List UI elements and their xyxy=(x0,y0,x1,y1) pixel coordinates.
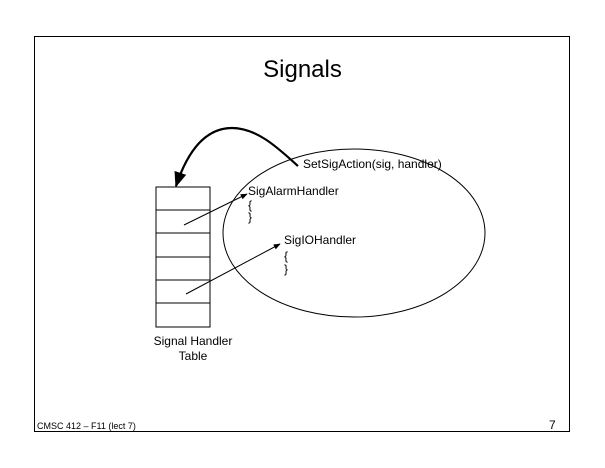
page-number: 7 xyxy=(549,418,556,432)
table-caption-line2: Table xyxy=(178,349,208,363)
table-caption-line1: Signal Handler xyxy=(153,334,233,348)
sigiohandler-open-brace: { xyxy=(284,249,289,263)
table-caption: Signal Handler Table xyxy=(138,334,248,364)
sigiohandler-label: SigIOHandler xyxy=(284,233,357,247)
alarm-handler-pointer xyxy=(183,193,248,226)
sigalarmhandler-label: SigAlarmHandler xyxy=(248,184,339,198)
signal-handler-table xyxy=(155,186,211,328)
sigiohandler-close-brace: } xyxy=(284,262,289,276)
slide-title: Signals xyxy=(263,56,342,83)
setsigaction-arrow xyxy=(174,126,299,188)
io-handler-pointer xyxy=(185,243,281,295)
setsigaction-label: SetSigAction(sig, handler) xyxy=(303,157,442,171)
sigalarmhandler-close-brace: } xyxy=(248,210,253,224)
slide-frame xyxy=(34,36,570,432)
process-ellipse xyxy=(222,148,486,318)
sigalarmhandler-open-brace: { xyxy=(248,198,253,212)
footer-course-label: CMSC 412 – F11 (lect 7) xyxy=(37,421,136,431)
